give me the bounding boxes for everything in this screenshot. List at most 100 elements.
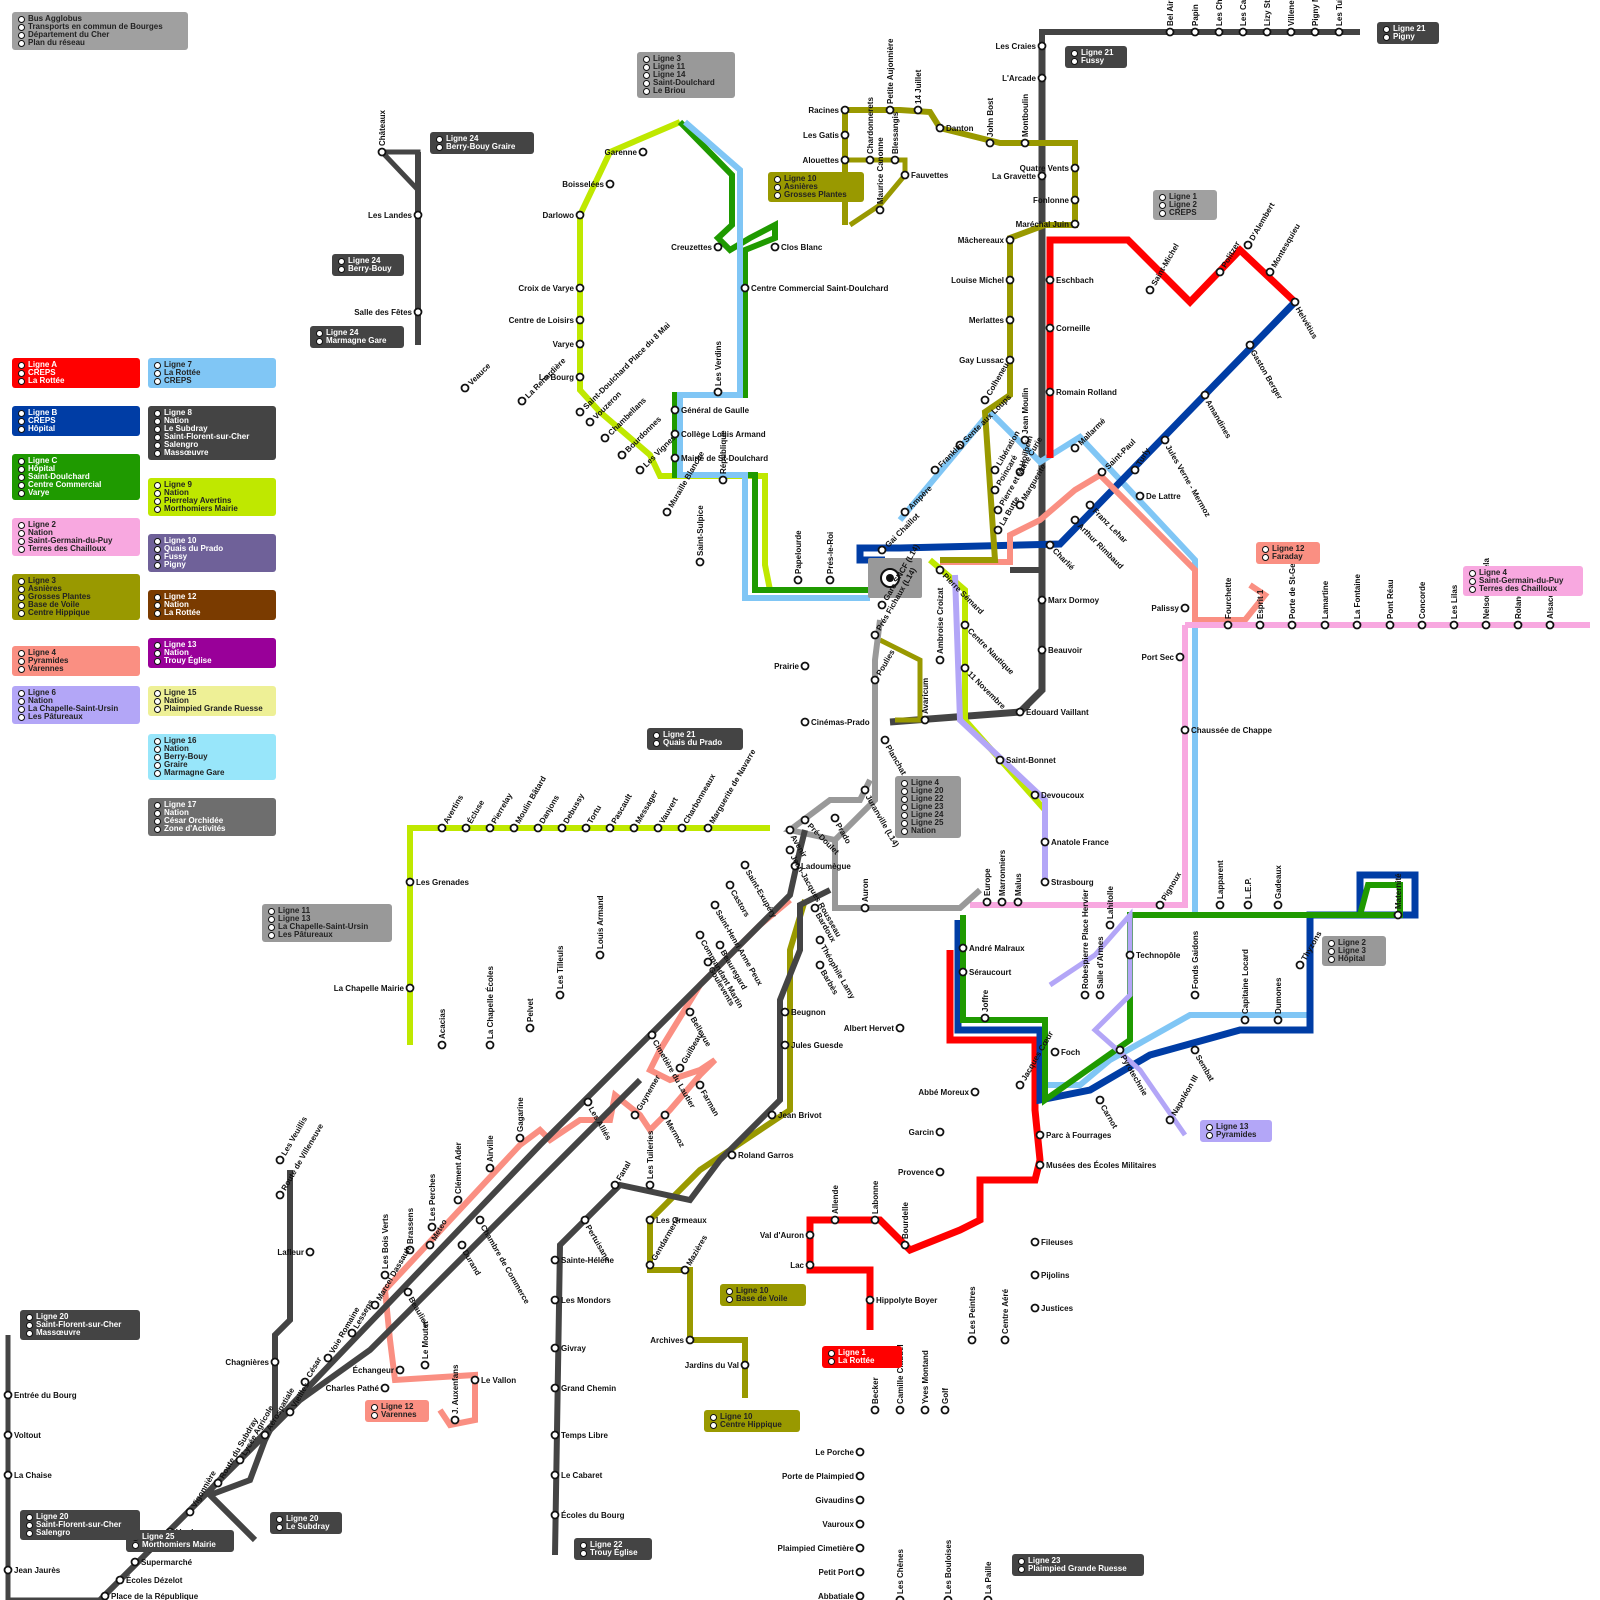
legend-text: Hôpital <box>28 464 56 473</box>
stop-marker <box>1035 1160 1045 1170</box>
stop-dot-icon <box>154 689 161 697</box>
stop-dot-icon <box>154 769 161 777</box>
stop-marker <box>1273 1015 1283 1025</box>
station-label: Jean Jaurès <box>14 1566 61 1575</box>
legend-text: Saint-Florent-sur-Cher <box>36 1320 122 1329</box>
legend-row: Les Pâtureaux <box>18 713 134 721</box>
stop-marker <box>958 967 968 977</box>
station-label: Gagarine <box>516 1097 525 1132</box>
station-label: Mermoz <box>664 1118 687 1149</box>
legend-text: Salengro <box>164 440 199 449</box>
stop-marker <box>1481 620 1491 630</box>
stop-marker <box>550 1343 560 1353</box>
station-label: Le Porche <box>815 1448 854 1457</box>
station-label: Colheneu <box>985 361 1011 397</box>
stop-marker <box>840 105 850 115</box>
stop-marker <box>453 1195 463 1205</box>
legend-row: Département du Cher <box>18 31 182 39</box>
stop-dot-icon <box>653 731 660 739</box>
station-label: Clos Blanc <box>781 243 823 252</box>
stop-dot-icon <box>154 609 161 617</box>
legend-row: Massœuvre <box>26 1329 134 1337</box>
station-label: Messager <box>634 789 660 825</box>
stop-dot-icon <box>18 713 25 721</box>
stop-marker <box>1035 1130 1045 1140</box>
route-line-6-east <box>1048 908 1188 1137</box>
stop-marker <box>855 1591 865 1600</box>
stop-marker <box>877 545 887 555</box>
stop-dot-icon <box>18 23 25 31</box>
station-label: Val d'Auron <box>760 1231 804 1240</box>
stop-dot-icon <box>580 1541 587 1549</box>
legend-row: Ligne 24 <box>901 811 955 819</box>
stop-marker <box>509 823 519 833</box>
stop-marker <box>1070 515 1080 525</box>
stop-marker <box>718 475 728 485</box>
stop-dot-icon <box>154 369 161 377</box>
station-label: Le Bourg <box>539 373 574 382</box>
stop-dot-icon <box>774 175 781 183</box>
legend-text: Ligne 23 <box>911 802 944 811</box>
legend-text: Ligne B <box>28 408 58 417</box>
station-label: Les Landes <box>368 211 413 220</box>
stop-marker <box>865 1295 875 1305</box>
stop-dot-icon <box>154 761 161 769</box>
legend-row: Salengro <box>26 1529 134 1537</box>
station-label: Papin <box>1191 4 1200 26</box>
stop-marker <box>1286 27 1296 37</box>
station-label: Guilbeau <box>680 1031 705 1065</box>
station-label: Les Mondors <box>561 1296 611 1305</box>
station-label: Fonlonne <box>1033 196 1070 205</box>
stop-marker <box>740 1360 750 1370</box>
stop-marker <box>437 1040 447 1050</box>
stop-marker <box>585 417 595 427</box>
legend-text: César Orchidée <box>164 816 224 825</box>
stop-marker <box>235 1455 245 1465</box>
station-label: Romain Rolland <box>1056 388 1117 397</box>
station-label: Esprit 1 <box>1256 589 1265 619</box>
stop-dot-icon <box>1159 193 1166 201</box>
legend-text: La Rottée <box>164 608 201 617</box>
legend-text: Pigny <box>164 560 186 569</box>
legend-text: Ligne 12 <box>381 1402 414 1411</box>
legend-text: Massœuvre <box>164 448 209 457</box>
station-label: Les Bouloises <box>944 1539 953 1594</box>
stop-marker <box>1005 315 1015 325</box>
legend-text: Ligne 22 <box>590 1540 623 1549</box>
legend-text: Ligne 21 <box>1393 24 1426 33</box>
legend-text: Bus Agglobus <box>28 14 82 23</box>
stop-marker <box>877 600 887 610</box>
station-label: Planchat <box>884 743 909 777</box>
stop-marker <box>1513 620 1523 630</box>
station-label: Albert Hervet <box>844 1024 895 1033</box>
stop-marker <box>550 1510 560 1520</box>
station-label: Anatole France <box>1051 838 1109 847</box>
stop-marker <box>958 943 968 953</box>
stop-dot-icon <box>18 649 25 657</box>
legend-text: Ligne 11 <box>278 906 311 915</box>
station-label: Avertins <box>442 793 466 825</box>
legend-text: La Chapelle-Saint-Ursin <box>28 704 119 713</box>
stop-marker <box>629 823 639 833</box>
station-label: Lamartine <box>1321 580 1330 619</box>
stop-marker <box>405 877 415 887</box>
station-label: Les Chardons <box>1215 0 1224 26</box>
station-label: L.E.P. <box>1244 878 1253 899</box>
legend-row: Asnières <box>774 183 858 191</box>
legend-row: Nation <box>154 417 270 425</box>
legend-row: Ligne 21 <box>653 731 737 739</box>
route-line-24b <box>380 149 421 197</box>
stop-dot-icon <box>18 377 25 385</box>
stop-marker <box>275 1190 285 1200</box>
stop-dot-icon <box>18 689 25 697</box>
stop-marker <box>1545 620 1555 630</box>
legend-row: Berry-Bouy <box>154 753 270 761</box>
station-label: Tortu <box>586 804 604 826</box>
legend-row: Saint-Florent-sur-Cher <box>154 433 270 441</box>
stop-dot-icon <box>338 265 345 273</box>
stop-marker <box>895 1595 905 1600</box>
